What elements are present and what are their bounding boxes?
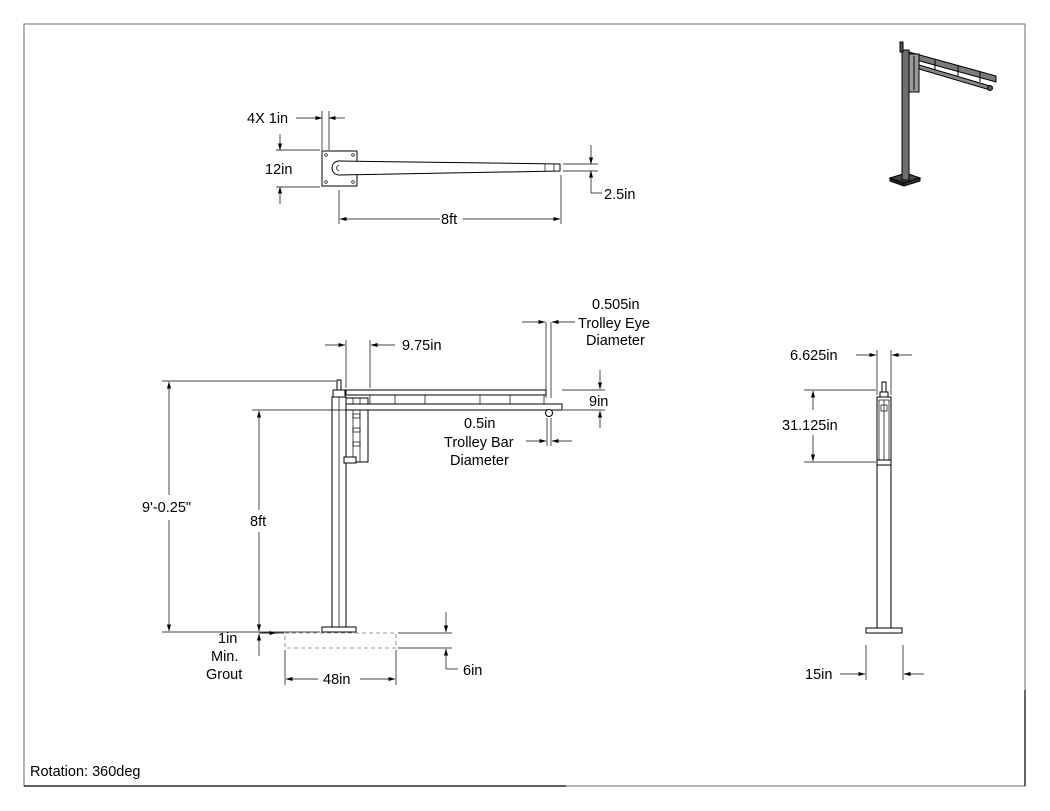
label-bar-dia-line2: Diameter — [450, 453, 509, 469]
label-bar-dia-line1: Trolley Bar — [444, 435, 514, 451]
label-boom-height: 9in — [589, 394, 608, 410]
boom-lower — [345, 403, 563, 411]
label-grout-1: 1in — [218, 631, 237, 647]
label-top-plate: 12in — [265, 162, 292, 178]
label-post-height: 8ft — [250, 514, 266, 530]
label-top-length: 8ft — [441, 212, 457, 228]
grout-footing — [284, 632, 397, 649]
boom-top — [338, 160, 561, 176]
label-grout-2: Min. — [211, 649, 238, 665]
label-eye-dia-line2: Diameter — [586, 333, 645, 349]
front-view: 0.505in Trolley Eye Diameter 9.75in 9in … — [142, 297, 650, 688]
label-footing-width: 48in — [323, 672, 350, 688]
side-view: 6.625in 31.125in 15in — [782, 348, 924, 683]
isometric-view — [888, 41, 997, 187]
label-bar-dia-value: 0.5in — [464, 416, 495, 432]
sheet-frame — [23, 23, 1026, 787]
top-view: 4X 1in 12in 2.5in 8ft — [247, 111, 635, 228]
base-plate-side — [865, 627, 903, 634]
label-offset: 9.75in — [402, 338, 442, 354]
label-side-height: 31.125in — [782, 418, 838, 434]
mast-bracket — [345, 397, 369, 463]
base-plate-front — [321, 626, 357, 633]
label-top-bar-height: 2.5in — [604, 187, 635, 203]
trolley-wheel — [545, 409, 553, 417]
boom-upper — [345, 389, 547, 396]
label-footing-depth: 6in — [463, 663, 482, 679]
rotation-label: Rotation: 360deg — [30, 764, 140, 780]
label-grout-3: Grout — [206, 667, 242, 683]
label-top-holes: 4X 1in — [247, 111, 288, 127]
label-side-width: 6.625in — [790, 348, 838, 364]
label-eye-dia-line1: Trolley Eye — [578, 316, 650, 332]
label-overall-height: 9'-0.25" — [142, 500, 191, 516]
label-eye-dia-value: 0.505in — [592, 297, 640, 313]
label-base-width: 15in — [805, 667, 832, 683]
